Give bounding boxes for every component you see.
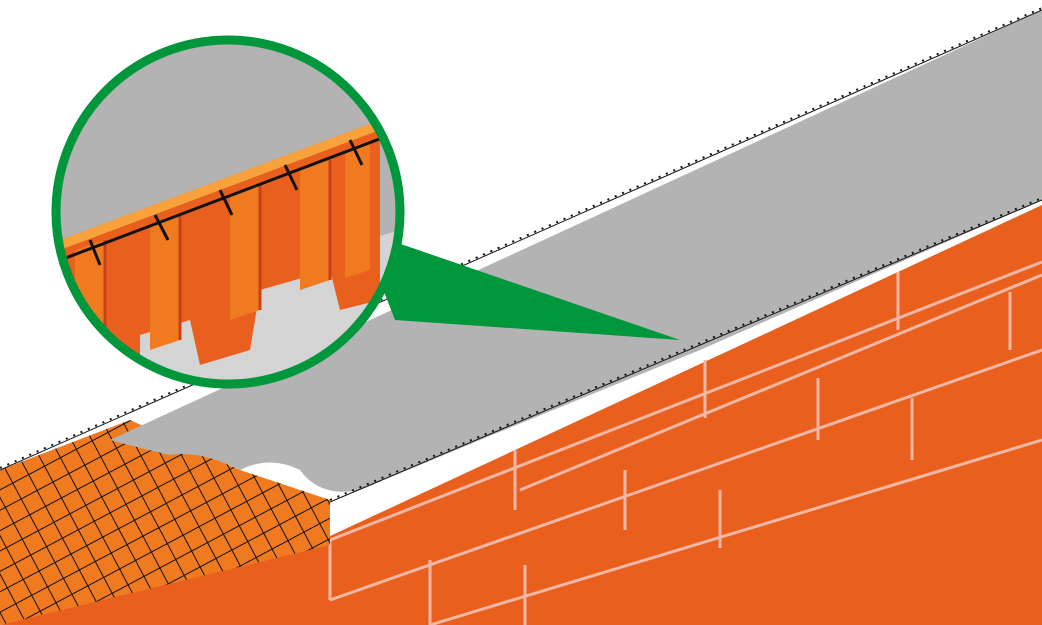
- magnifier-callout: [51, 35, 405, 389]
- brick-wall-face: [0, 205, 1042, 625]
- concrete-layer: [0, 7, 1042, 503]
- reinforcement-mesh-area: [0, 420, 330, 625]
- mortar-head-joints: [328, 272, 1012, 625]
- mortar-joints: [329, 260, 1042, 625]
- callout-pointer: [360, 230, 680, 340]
